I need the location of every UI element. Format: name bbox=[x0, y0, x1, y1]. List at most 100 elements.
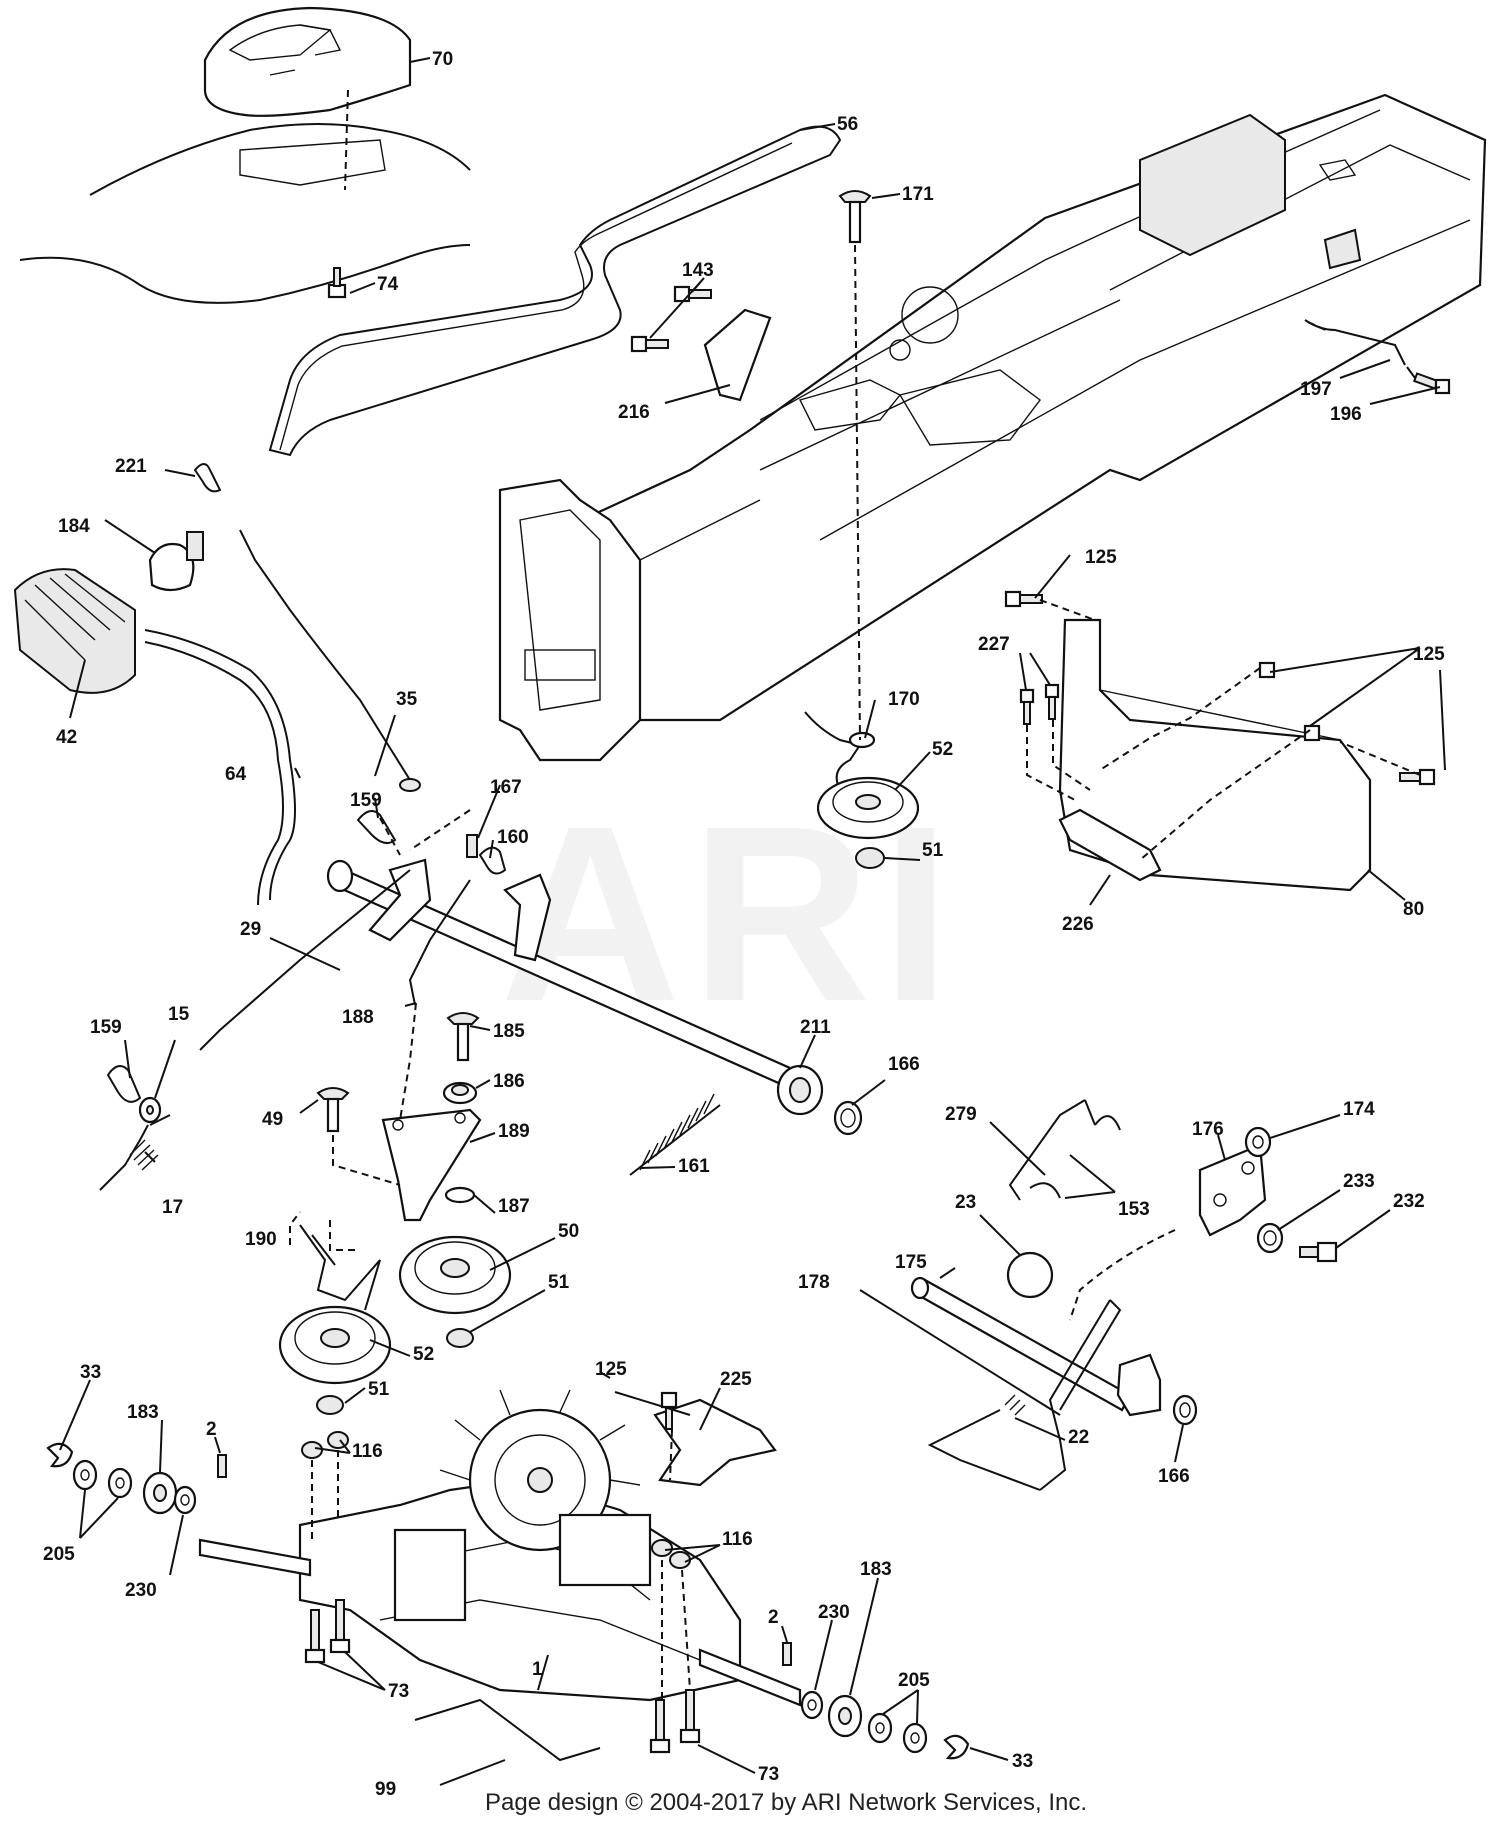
nut-part-51-lower bbox=[316, 1395, 344, 1415]
callout-99: 99 bbox=[375, 1779, 396, 1800]
callout-153: 153 bbox=[1118, 1199, 1150, 1220]
nut-part-51-middle bbox=[446, 1328, 474, 1348]
pedal-shaft-part-175 bbox=[910, 1276, 1132, 1412]
callout-189: 189 bbox=[498, 1121, 530, 1142]
idler-plate-part-189 bbox=[381, 1108, 482, 1222]
callout-205-right: 205 bbox=[898, 1670, 930, 1691]
callout-171: 171 bbox=[902, 184, 934, 205]
bolt-part-232 bbox=[1299, 1241, 1338, 1263]
callout-176: 176 bbox=[1192, 1119, 1224, 1140]
callout-51-lower: 51 bbox=[368, 1379, 390, 1400]
callout-159-upper: 159 bbox=[350, 790, 382, 811]
idler-arm-part-170 bbox=[804, 711, 876, 791]
washer-part-205-right bbox=[867, 1712, 928, 1754]
washer-part-174 bbox=[1244, 1126, 1272, 1158]
washer-part-15 bbox=[138, 1096, 162, 1124]
linkage-path bbox=[1069, 1229, 1176, 1321]
bolt-part-73-right bbox=[649, 1689, 701, 1754]
callout-15: 15 bbox=[168, 1004, 190, 1025]
callout-221: 221 bbox=[115, 456, 147, 477]
fender-part bbox=[19, 123, 471, 304]
washer-part-187 bbox=[444, 1186, 476, 1204]
bolt-part-125-lower bbox=[660, 1391, 678, 1430]
callout-190: 190 bbox=[245, 1229, 277, 1250]
callout-22: 22 bbox=[1068, 1427, 1089, 1448]
clip-part-160 bbox=[478, 846, 507, 875]
callout-70: 70 bbox=[432, 49, 453, 70]
drive-belt-part-56 bbox=[268, 125, 842, 457]
callout-184: 184 bbox=[58, 516, 90, 537]
bracket-part-216 bbox=[703, 308, 772, 402]
callout-125-lower: 125 bbox=[595, 1359, 627, 1380]
bushing-part-186 bbox=[442, 1081, 478, 1105]
washer-part-233 bbox=[1256, 1222, 1284, 1254]
rod-part-279 bbox=[1008, 1099, 1096, 1201]
callout-73-left: 73 bbox=[388, 1681, 409, 1702]
bolt-part-49 bbox=[316, 1087, 350, 1133]
callout-116-left: 116 bbox=[352, 1441, 383, 1462]
callout-187: 187 bbox=[498, 1196, 530, 1217]
lever-part-64 bbox=[144, 629, 296, 906]
callout-225: 225 bbox=[720, 1369, 752, 1390]
spring-part-161 bbox=[629, 1093, 721, 1176]
callout-226: 226 bbox=[1062, 914, 1094, 935]
callout-175: 175 bbox=[895, 1252, 927, 1273]
callout-188: 188 bbox=[342, 1007, 374, 1028]
callout-170: 170 bbox=[888, 689, 920, 710]
callout-167: 167 bbox=[490, 777, 522, 798]
callout-125-top: 125 bbox=[1085, 547, 1117, 568]
key-part-2-right bbox=[782, 1642, 792, 1666]
callout-73-right: 73 bbox=[758, 1764, 779, 1785]
callout-211: 211 bbox=[800, 1017, 831, 1038]
grip-part-42 bbox=[13, 568, 136, 694]
pin-part-167 bbox=[466, 834, 478, 858]
callout-74: 74 bbox=[377, 274, 399, 295]
callout-64: 64 bbox=[225, 764, 247, 785]
callout-56: 56 bbox=[837, 114, 858, 135]
callout-51-upper: 51 bbox=[922, 840, 944, 861]
washer-part-230-left bbox=[173, 1485, 197, 1515]
callout-161: 161 bbox=[678, 1156, 710, 1177]
key-part-2-left bbox=[217, 1454, 227, 1478]
nut-part-51-upper bbox=[855, 847, 885, 869]
pulley-part-52-lower bbox=[278, 1305, 392, 1385]
callout-205-left: 205 bbox=[43, 1544, 75, 1565]
callout-197: 197 bbox=[1300, 379, 1332, 400]
callout-49: 49 bbox=[262, 1109, 283, 1130]
bracket-part-225 bbox=[653, 1398, 777, 1487]
callout-216: 216 bbox=[618, 402, 650, 423]
bracket-part-226 bbox=[1058, 808, 1162, 882]
washer-part-205-left bbox=[72, 1459, 133, 1499]
callout-186: 186 bbox=[493, 1071, 525, 1092]
shaft-bracket-part bbox=[199, 858, 552, 1051]
callout-230-right: 230 bbox=[818, 1602, 850, 1623]
pedal-arm-part-178 bbox=[927, 1299, 1162, 1491]
callout-159-lower: 159 bbox=[90, 1017, 122, 1038]
bolt-part-125-right bbox=[1258, 661, 1436, 786]
bracket-part-176 bbox=[1198, 1143, 1267, 1237]
tractor-frame-part bbox=[558, 93, 1487, 722]
leader-lines bbox=[59, 57, 1446, 1786]
idler-arm-part-190 bbox=[299, 1224, 381, 1311]
callout-29: 29 bbox=[240, 919, 261, 940]
pulley-part-50 bbox=[398, 1235, 512, 1315]
rod-part-35 bbox=[239, 529, 421, 792]
shield-part-80 bbox=[1058, 618, 1372, 892]
callout-2-right: 2 bbox=[768, 1607, 779, 1628]
callout-233: 233 bbox=[1343, 1171, 1375, 1192]
axle-shaft-left bbox=[198, 1538, 312, 1577]
callout-33-left: 33 bbox=[80, 1362, 101, 1383]
callout-17: 17 bbox=[162, 1197, 183, 1218]
spacer-part-183-right bbox=[827, 1694, 863, 1738]
callout-52-lower: 52 bbox=[413, 1344, 434, 1365]
bolt-part-185 bbox=[446, 1012, 480, 1062]
front-bracket-part bbox=[498, 478, 642, 762]
callout-230-left: 230 bbox=[125, 1580, 157, 1601]
washer-part-166-lower bbox=[1172, 1394, 1198, 1426]
callout-227: 227 bbox=[978, 634, 1010, 655]
bolt-part-227 bbox=[1019, 683, 1060, 725]
e-clip-part-33-right bbox=[943, 1734, 970, 1760]
callout-174: 174 bbox=[1343, 1099, 1375, 1120]
clip-part-153 bbox=[1029, 1115, 1121, 1199]
bolt-part-73-left bbox=[304, 1599, 351, 1664]
